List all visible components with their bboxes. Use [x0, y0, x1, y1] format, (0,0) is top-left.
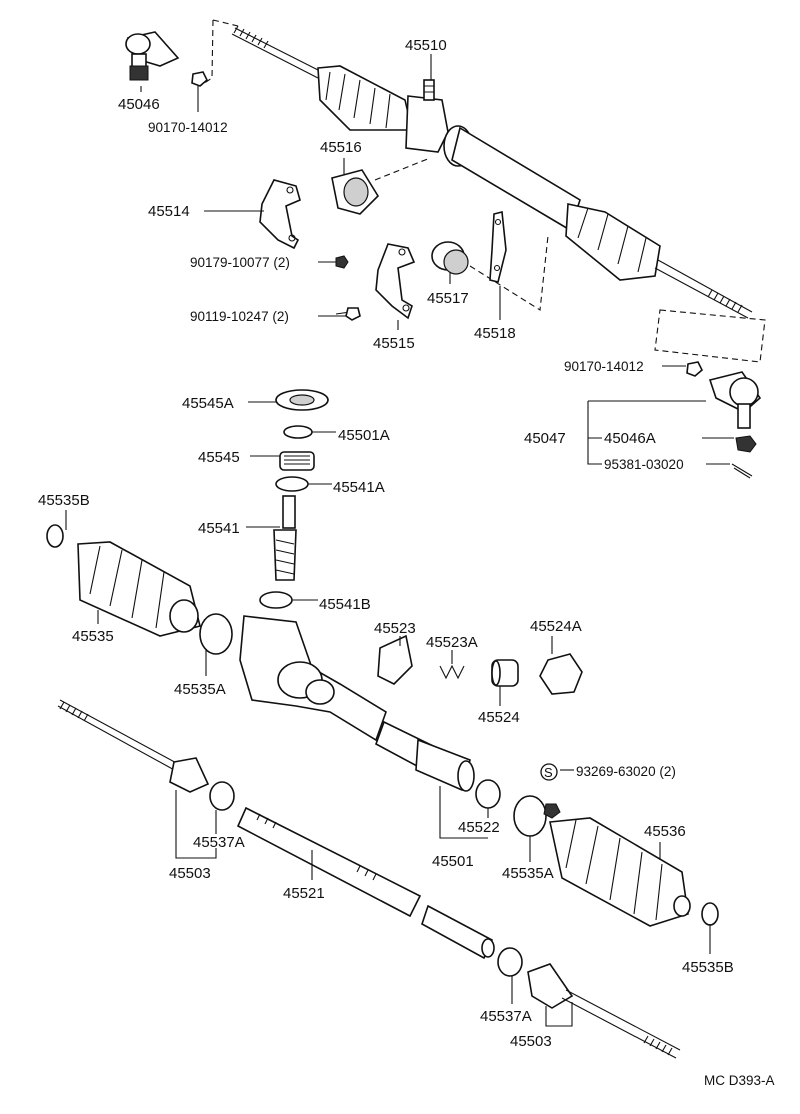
callout-labels: 45510 45046 90170-14012 45516 45514 9017…: [38, 37, 775, 1088]
lock-washer-45537A-bottom: [497, 947, 523, 977]
rack-assembly-45510: [231, 25, 753, 319]
spring-cap-45524: [491, 659, 519, 687]
oil-seal-45501A: [283, 425, 313, 439]
strap-45518: [489, 211, 507, 283]
rack-45521: [236, 806, 495, 960]
callout-45501: 45501: [432, 853, 474, 870]
tie-rod-end-45046: [125, 31, 180, 81]
bushing-45517: [431, 241, 469, 275]
callout-45515: 45515: [373, 335, 415, 352]
spring-45523A: [439, 664, 465, 680]
standard-part-symbol: [540, 763, 558, 781]
figure-code: MC D393-A: [704, 1073, 775, 1088]
leader-lines: [65, 54, 734, 1027]
callout-45524A: 45524A: [530, 618, 582, 635]
callout-45545: 45545: [198, 449, 240, 466]
callout-45522: 45522: [458, 819, 500, 836]
boot-45536: [549, 817, 691, 927]
callout-45541B: 45541B: [319, 596, 371, 613]
callout-45537A-bottom: 45537A: [480, 1008, 532, 1025]
callout-90119: 90119-10247 (2): [190, 309, 289, 324]
callout-45503-bottom: 45503: [510, 1033, 552, 1050]
nut-90179: [335, 255, 349, 269]
callout-45524: 45524: [478, 709, 520, 726]
clamp-45535B-right: [701, 902, 719, 926]
callout-90170-right: 90170-14012: [564, 359, 644, 374]
callout-90170-top: 90170-14012: [148, 120, 228, 135]
callout-45541: 45541: [198, 520, 240, 537]
callout-45523: 45523: [374, 620, 416, 637]
gear-housing: [239, 615, 387, 742]
callout-45516: 45516: [320, 139, 362, 156]
callout-45514: 45514: [148, 203, 190, 220]
callout-45535: 45535: [72, 628, 114, 645]
cotter-pin-95381: [731, 463, 753, 479]
tie-rod-45503-left: [57, 699, 210, 793]
callout-45545A: 45545A: [182, 395, 234, 412]
bracket-45515: [375, 243, 416, 320]
bearing-45541B: [259, 591, 293, 609]
callout-45046-top: 45046: [118, 96, 160, 113]
callout-45517: 45517: [427, 290, 469, 307]
adjusting-screw-45545: [279, 451, 315, 471]
bracket-45514: [259, 179, 301, 250]
callout-95381: 95381-03020: [604, 457, 684, 472]
cover-45545A: [275, 389, 329, 411]
pinion-shaft-45541: [273, 495, 297, 581]
tie-rod-end-45046A: [708, 371, 762, 429]
guide-line: [469, 235, 549, 311]
callout-45518: 45518: [474, 325, 516, 342]
clamp-45535B-left: [46, 524, 64, 548]
callout-45510: 45510: [405, 37, 447, 54]
callout-45046A: 45046A: [604, 430, 656, 447]
callout-45535A-left: 45535A: [174, 681, 226, 698]
callout-45541A: 45541A: [333, 479, 385, 496]
callout-45047: 45047: [524, 430, 566, 447]
tie-rod-45503-bottom: [527, 963, 681, 1059]
callout-90179: 90179-10077 (2): [190, 255, 290, 270]
callout-45521: 45521: [283, 885, 325, 902]
callout-45535A-right: 45535A: [502, 865, 554, 882]
nut-90170-right: [686, 361, 703, 377]
callout-45537A-left: 45537A: [193, 834, 245, 851]
lock-washer-45537A-left: [209, 781, 235, 811]
callout-45535B-right: 45535B: [682, 959, 734, 976]
nut-90170-top: [191, 71, 208, 87]
bushing-45516: [331, 169, 380, 215]
bolt-93269: [543, 803, 561, 819]
boot-45535: [77, 541, 201, 637]
callout-45535B-left: 45535B: [38, 492, 90, 509]
callout-45523A: 45523A: [426, 634, 478, 651]
clamp-45535A-right: [513, 795, 547, 837]
callout-93269: 93269-63020 (2): [576, 764, 676, 779]
guide-line: [374, 157, 431, 181]
rack-housing-tube-45501: [375, 720, 475, 792]
standard-part-symbol-letter: S: [544, 765, 553, 780]
lock-nut-45524A: [539, 653, 583, 695]
clamp-45522: [475, 779, 501, 809]
nut-45046A: [735, 435, 757, 453]
bolt-90119: [335, 307, 361, 321]
callout-45536: 45536: [644, 823, 686, 840]
guide-line: [654, 309, 766, 363]
rack-guide-45523: [377, 634, 413, 685]
callout-45501A: 45501A: [338, 427, 390, 444]
guide-line: [199, 19, 239, 87]
callout-45503-left: 45503: [169, 865, 211, 882]
bearing-45541A: [275, 476, 309, 492]
clamp-45535A-left: [199, 613, 233, 655]
